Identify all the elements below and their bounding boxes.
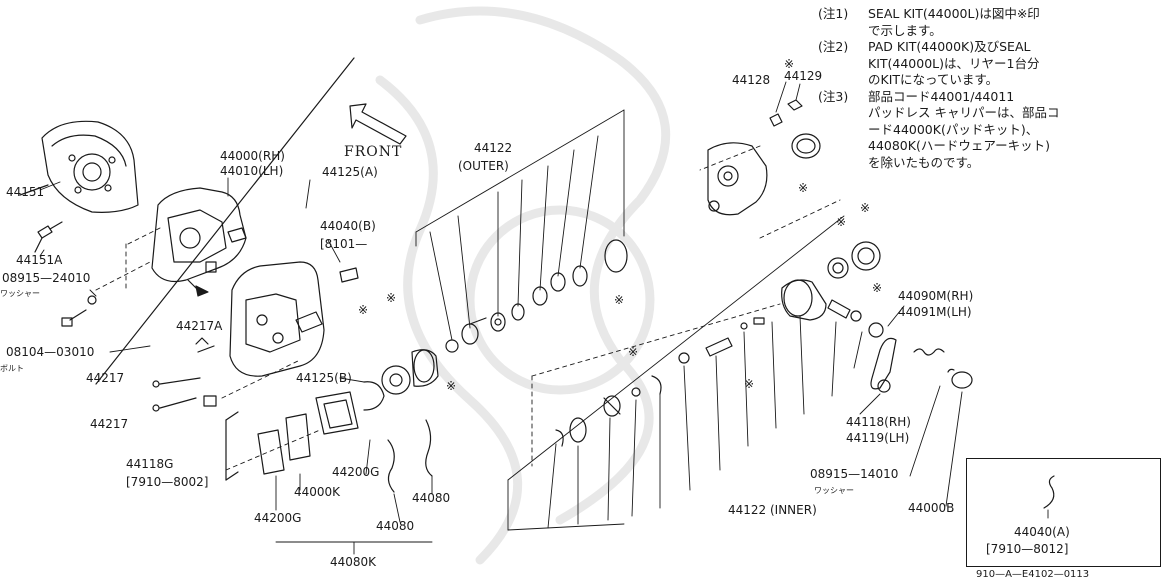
note-3: (注3) 部品コード44001/44011 パッドレス キャリパーは、部品コ ー…	[818, 89, 1118, 172]
note-1: (注1) SEAL KIT(44000L)は図中※印 で示します。	[818, 6, 1118, 39]
part-label-44128: 44128	[732, 73, 771, 87]
washer-caption-1: ワッシャー	[0, 289, 40, 298]
note-1-line-2: で示します。	[868, 22, 942, 38]
part-label-08104-03010: 08104—03010	[6, 345, 95, 359]
outer-bracket-lines	[415, 109, 625, 341]
part-label-8101: [8101—	[320, 237, 368, 251]
figure-code: 910—A—E4102—0113	[976, 569, 1090, 580]
note-3-head: (注3)	[818, 88, 849, 104]
part-label-44125b: 44125(B)	[296, 371, 352, 385]
part-label-44080-a: 44080	[376, 519, 415, 533]
inner-small-parts	[555, 317, 765, 447]
part-label-44200g-b: 44200G	[332, 465, 380, 479]
bolt-44151a-part	[34, 221, 63, 253]
part-label-44118-rh: 44118(RH)	[846, 415, 911, 429]
part-label-44217-b: 44217	[90, 417, 129, 431]
return-spring-part	[913, 348, 973, 389]
part-label-7910-8002: [7910—8002]	[126, 475, 209, 489]
assembly-dashed-lines	[95, 145, 841, 471]
part-label-44090m: 44090M(RH)	[898, 289, 974, 303]
torque-member-part	[229, 261, 325, 377]
seal-kit-marker: ※	[872, 281, 883, 295]
seal-kit-marker: ※	[628, 345, 639, 359]
guide-pin-part	[152, 337, 217, 412]
part-label-44091m: 44091M(LH)	[898, 305, 972, 319]
note-3-line-2: パッドレス キャリパーは、部品コ	[868, 105, 1060, 120]
part-label-08915-24010: 08915—24010	[2, 271, 91, 285]
part-label-44151: 44151	[6, 185, 45, 199]
inset-range-label: [7910—8012]	[986, 542, 1069, 556]
part-label-44217a: 44217A	[176, 319, 223, 333]
front-label: FRONT	[344, 144, 403, 160]
part-label-44122: 44122	[474, 141, 513, 155]
seal-kit-marker: ※	[744, 377, 755, 391]
note-3-line-5: を除いたものです。	[868, 154, 980, 170]
note-2-line-2: KIT(44000L)は、リヤー1台分	[868, 55, 1040, 71]
clip-spring-part	[363, 381, 433, 493]
part-label-08915-14010: 08915—14010	[810, 467, 899, 481]
part-label-44119-lh: 44119(LH)	[846, 431, 910, 445]
notes-block: (注1) SEAL KIT(44000L)は図中※印 で示します。 (注2) P…	[818, 6, 1118, 171]
part-label-44000b: 44000B	[908, 501, 955, 515]
brake-pad-part	[225, 391, 359, 481]
part-label-44010-lh: 44010(LH)	[220, 164, 284, 178]
part-label-44080k: 44080K	[330, 555, 377, 569]
separator-line	[95, 57, 355, 385]
inset-box	[966, 458, 1161, 567]
washer-bolt-part	[61, 295, 97, 327]
leader-lines	[39, 81, 963, 555]
seal-kit-marker: ※	[860, 201, 871, 215]
note-3-line-1: 部品コード44001/44011	[868, 88, 1015, 104]
part-label-44000k: 44000K	[294, 485, 341, 499]
caliper-bracket-part	[151, 187, 247, 297]
part-label-44000-rh: 44000(RH)	[220, 149, 285, 163]
caliper-body-part	[707, 99, 821, 216]
part-label-44129: 44129	[784, 69, 823, 83]
seal-kit-marker: ※	[798, 181, 809, 195]
inner-bracket-lines	[507, 215, 863, 531]
note-1-line-1: SEAL KIT(44000L)は図中※印	[868, 6, 1040, 21]
spring-clip-44040a-part	[1043, 475, 1055, 509]
part-label-44040b: 44040(B)	[320, 219, 376, 233]
part-label-44118g: 44118G	[126, 457, 174, 471]
piston-part	[339, 267, 439, 395]
part-label-44151a: 44151A	[16, 253, 63, 267]
note-2-line-1: PAD KIT(44000K)及びSEAL	[868, 39, 1031, 54]
seal-kit-marker: ※	[358, 303, 369, 317]
front-arrow	[349, 103, 407, 145]
seal-kit-marker: ※	[614, 293, 625, 307]
part-label-44217-a: 44217	[86, 371, 125, 385]
seal-kit-marker: ※	[386, 291, 397, 305]
seal-kit-marker: ※	[784, 57, 795, 71]
seal-kit-marker: ※	[446, 379, 457, 393]
inner-cylinder-part	[781, 241, 897, 393]
note-1-head: (注1)	[818, 6, 849, 21]
washer-caption-2: ワッシャー	[814, 486, 854, 495]
note-3-line-4: 44080K(ハードウェアーキット)	[868, 138, 1050, 153]
note-2-head: (注2)	[818, 39, 849, 54]
part-label-44125a: 44125(A)	[322, 165, 378, 179]
note-2: (注2) PAD KIT(44000K)及びSEAL KIT(44000L)は、…	[818, 39, 1118, 89]
note-2-line-3: のKITになっています。	[868, 72, 999, 87]
part-label-44080-b: 44080	[412, 491, 451, 505]
watermark-emblem	[375, 6, 671, 565]
inset-part-label: 44040(A)	[1014, 525, 1070, 539]
part-label-44122-inner: 44122 (INNER)	[728, 503, 817, 517]
outer-caption: (OUTER)	[458, 159, 509, 173]
seal-kit-marker: ※	[836, 215, 847, 229]
part-label-44200g-a: 44200G	[254, 511, 302, 525]
note-3-line-3: ード44000K(パッドキット)、	[868, 121, 1039, 137]
dust-shield-part	[19, 120, 139, 213]
bolt-caption: ボルト	[0, 364, 24, 373]
